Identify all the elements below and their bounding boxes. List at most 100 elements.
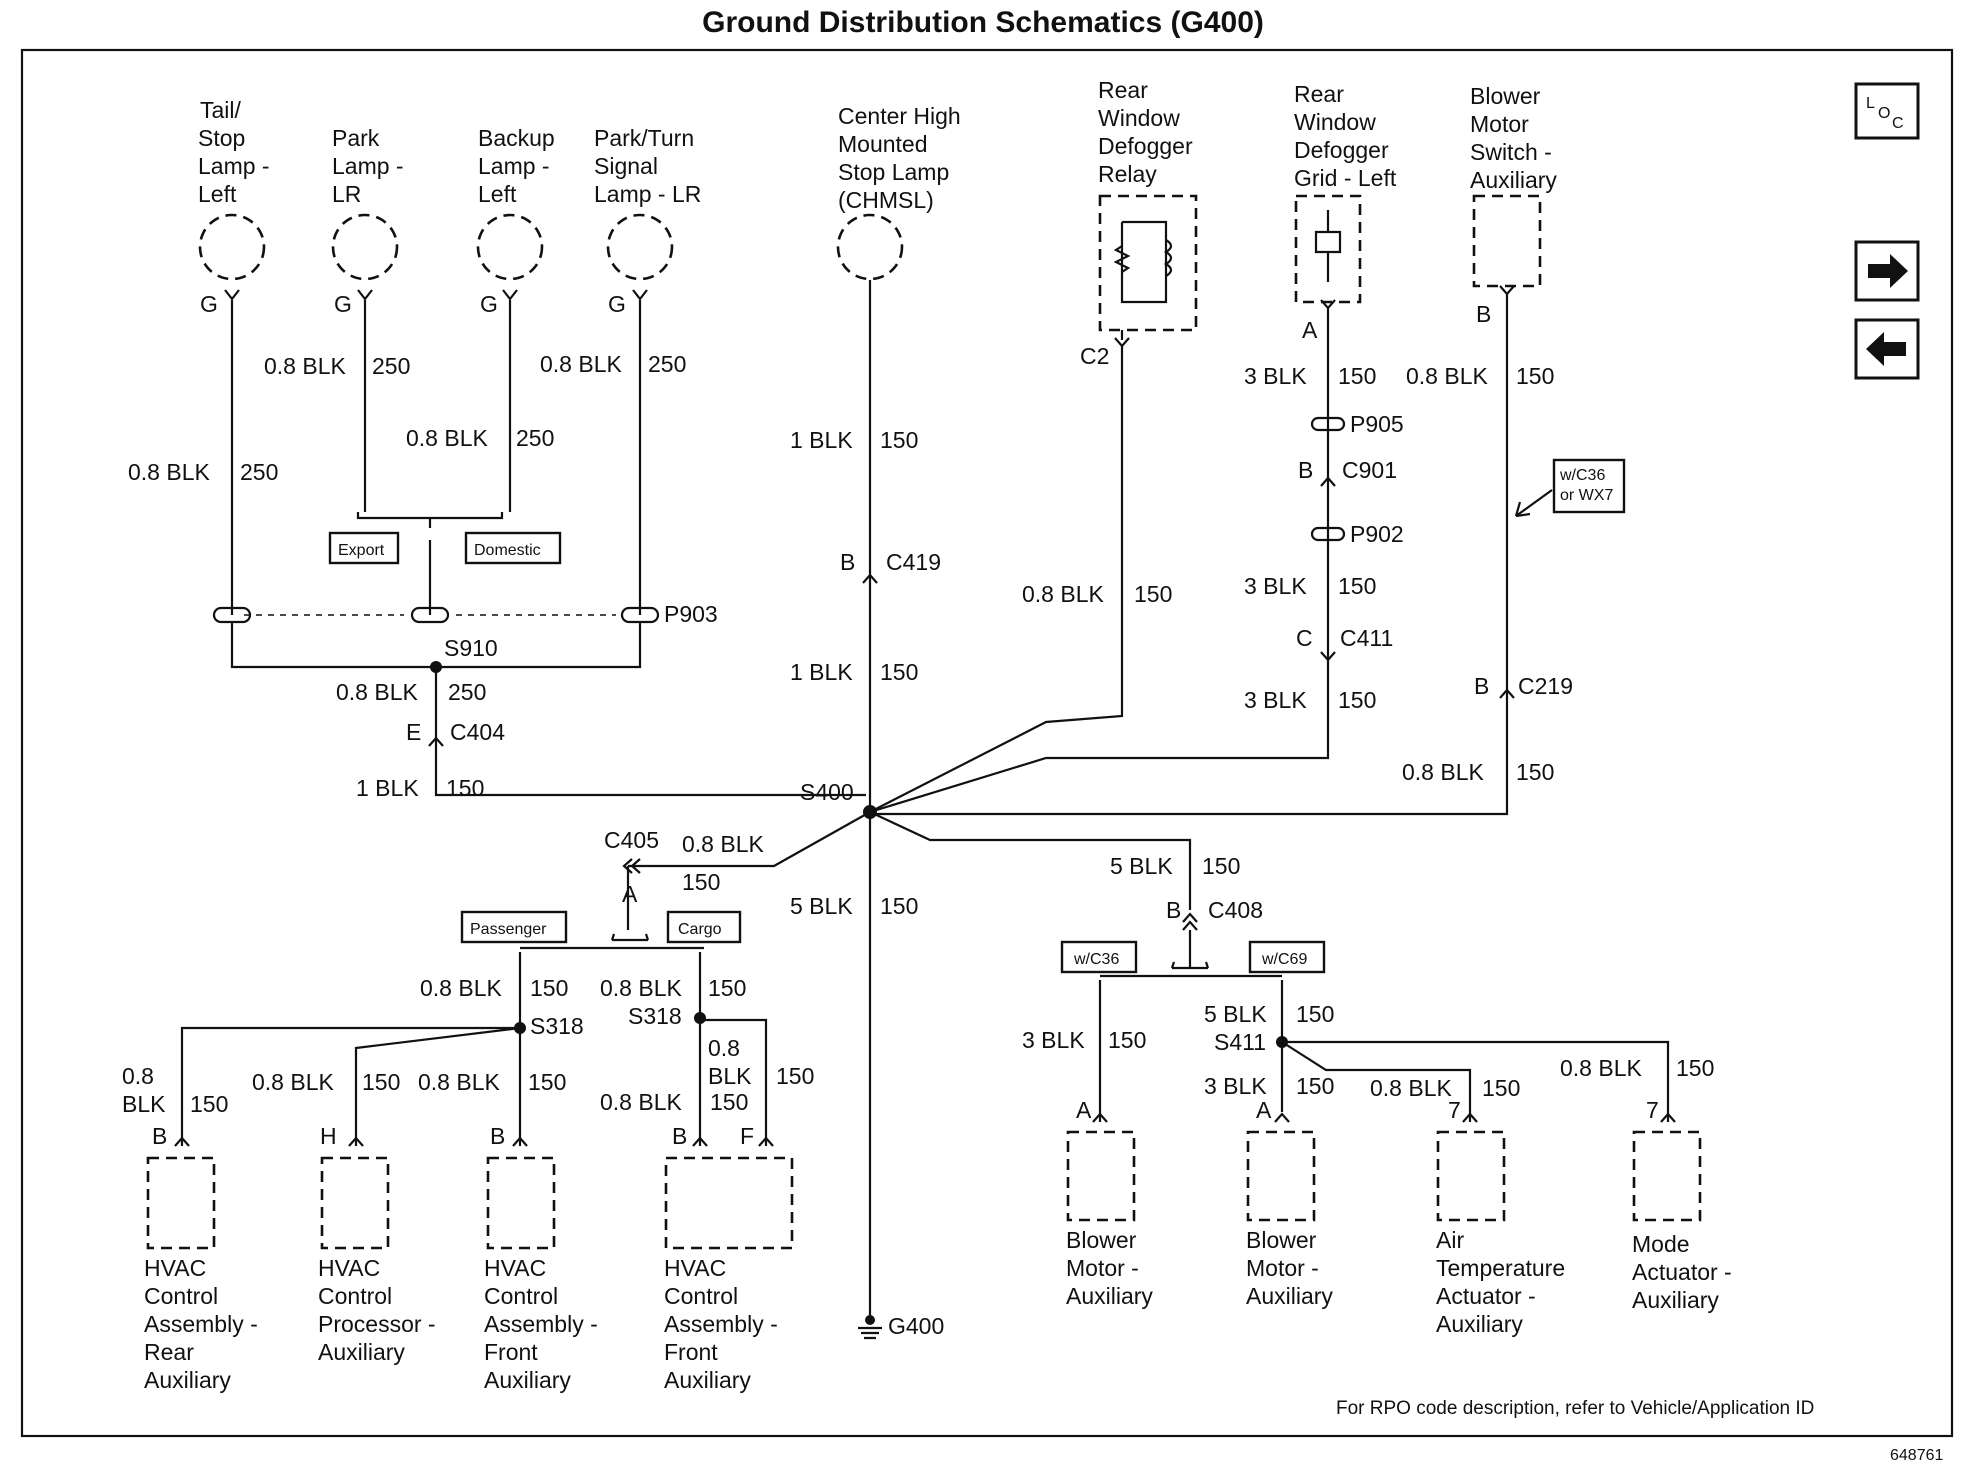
component-park-lamp: Park Lamp - LR <box>332 125 404 207</box>
schematic-label: Stop <box>198 125 245 151</box>
schematic-label: 0.8 BLK <box>264 353 346 379</box>
schematic-label: Stop Lamp <box>838 159 949 185</box>
schematic-label: 0.8 BLK <box>1402 759 1484 785</box>
schematic-label: E <box>406 719 421 745</box>
option-passenger <box>460 910 568 944</box>
schematic-label: 3 BLK <box>1204 1073 1267 1099</box>
schematic-label: 150 <box>682 869 720 895</box>
schematic-label: S400 <box>800 779 854 805</box>
arrow-left-icon[interactable] <box>1854 318 1920 380</box>
schematic-label: 0.8 BLK <box>252 1069 334 1095</box>
schematic-label: 0.8 BLK <box>600 1089 682 1115</box>
lamp-symbols <box>198 213 904 281</box>
schematic-label: C419 <box>886 549 941 575</box>
schematic-label: 5 BLK <box>1110 853 1173 879</box>
schematic-label: 150 <box>880 427 918 453</box>
schematic-label: 150 <box>1516 363 1554 389</box>
label-blower-motor-1: Blower Motor - Auxiliary <box>1066 1227 1153 1309</box>
schematic-label: C405 <box>604 827 659 853</box>
schematic-label: 3 BLK <box>1244 687 1307 713</box>
schematic-label: Auxiliary <box>484 1367 571 1393</box>
schematic-label: C404 <box>450 719 505 745</box>
schematic-label: Auxiliary <box>1632 1287 1719 1313</box>
schematic-label: B <box>1474 673 1489 699</box>
wire-blower-switch-s400 <box>870 294 1509 816</box>
schematic-label: or WX7 <box>1560 487 1613 504</box>
schematic-label: Front <box>664 1339 718 1365</box>
schematic-label: B <box>672 1123 687 1149</box>
schematic-label: 150 <box>1482 1075 1520 1101</box>
schematic-label: B <box>490 1123 505 1149</box>
rpo-note: For RPO code description, refer to Vehic… <box>1336 1398 1814 1419</box>
component-backup-lamp: Backup Lamp - Left <box>478 125 555 207</box>
schematic-label: Rear <box>1294 81 1344 107</box>
schematic-label: Park <box>332 125 380 151</box>
wire-s411-actuators <box>1281 1040 1670 1122</box>
schematic-label: 150 <box>1516 759 1554 785</box>
schematic-label: 150 <box>708 975 746 1001</box>
schematic-label: Export <box>338 542 385 559</box>
schematic-label: A <box>1256 1097 1272 1123</box>
schematic-label: 3 BLK <box>1244 363 1307 389</box>
schematic-label: 150 <box>1134 581 1172 607</box>
schematic-label: Window <box>1294 109 1376 135</box>
schematic-label: Auxiliary <box>144 1367 231 1393</box>
option-wc36-wx7: w/C36 or WX7 <box>1514 458 1626 518</box>
figure-number: 648761 <box>1890 1447 1943 1464</box>
schematic-label: 3 BLK <box>1244 573 1307 599</box>
schematic-label: Backup <box>478 125 555 151</box>
schematic-label: Control <box>484 1283 558 1309</box>
schematic-label: BLK <box>708 1063 752 1089</box>
component-park-turn-lamp: Park/Turn Signal Lamp - LR <box>594 125 701 207</box>
schematic-label: Signal <box>594 153 658 179</box>
schematic-label: 7 <box>1448 1097 1461 1123</box>
schematic-label: B <box>1298 457 1313 483</box>
schematic-label: Auxiliary <box>318 1339 405 1365</box>
schematic-label: 150 <box>880 659 918 685</box>
schematic-label: 1 BLK <box>356 775 419 801</box>
schematic-label: F <box>740 1123 754 1149</box>
schematic-label: C <box>1892 115 1904 132</box>
schematic-label: C901 <box>1342 457 1397 483</box>
schematic-label: Blower <box>1246 1227 1317 1253</box>
schematic-label: S910 <box>444 635 498 661</box>
schematic-label: 250 <box>448 679 486 705</box>
schematic-label: Lamp - <box>478 153 550 179</box>
schematic-label: Left <box>478 181 517 207</box>
schematic-label: 0.8 BLK <box>128 459 210 485</box>
schematic-label: A <box>622 881 638 907</box>
schematic-label: w/C36 <box>1559 467 1605 484</box>
component-mode-actuator <box>1632 1130 1702 1222</box>
schematic-label: Domestic <box>474 542 541 559</box>
schematic-label: Assembly - <box>664 1311 778 1337</box>
diagram-frame <box>20 48 1954 1438</box>
label-hvac-front: HVAC Control Assembly - Front Auxiliary <box>484 1255 598 1393</box>
loc-icon[interactable]: LOC <box>1854 82 1920 140</box>
pin-label: G <box>200 291 218 317</box>
label-blower-motor-2: Blower Motor - Auxiliary <box>1246 1227 1333 1309</box>
pin-label: G <box>334 291 352 317</box>
schematic-label: Auxiliary <box>664 1367 751 1393</box>
schematic-label: Actuator - <box>1632 1259 1732 1285</box>
schematic-label: Left <box>198 181 237 207</box>
schematic-label: 150 <box>710 1089 748 1115</box>
schematic-label: Lamp - <box>332 153 404 179</box>
schematic-label: Mounted <box>838 131 928 157</box>
schematic-label: P905 <box>1350 411 1404 437</box>
schematic-label: 5 BLK <box>1204 1001 1267 1027</box>
schematic-label: G400 <box>888 1313 944 1339</box>
schematic-label: B <box>840 549 855 575</box>
option-wc36 <box>1060 940 1138 974</box>
arrow-right-icon[interactable] <box>1854 240 1920 302</box>
schematic-label: 5 BLK <box>790 893 853 919</box>
schematic-label: S411 <box>1214 1029 1266 1055</box>
wire-s400-c408 <box>869 811 1192 910</box>
hvac-pins <box>174 1136 774 1147</box>
schematic-label: Control <box>664 1283 738 1309</box>
schematic-label: 150 <box>530 975 568 1001</box>
schematic-label: Switch - <box>1470 139 1552 165</box>
connector-p902 <box>1310 526 1346 542</box>
schematic-label: Lamp - <box>198 153 270 179</box>
schematic-label: A <box>1302 317 1318 343</box>
